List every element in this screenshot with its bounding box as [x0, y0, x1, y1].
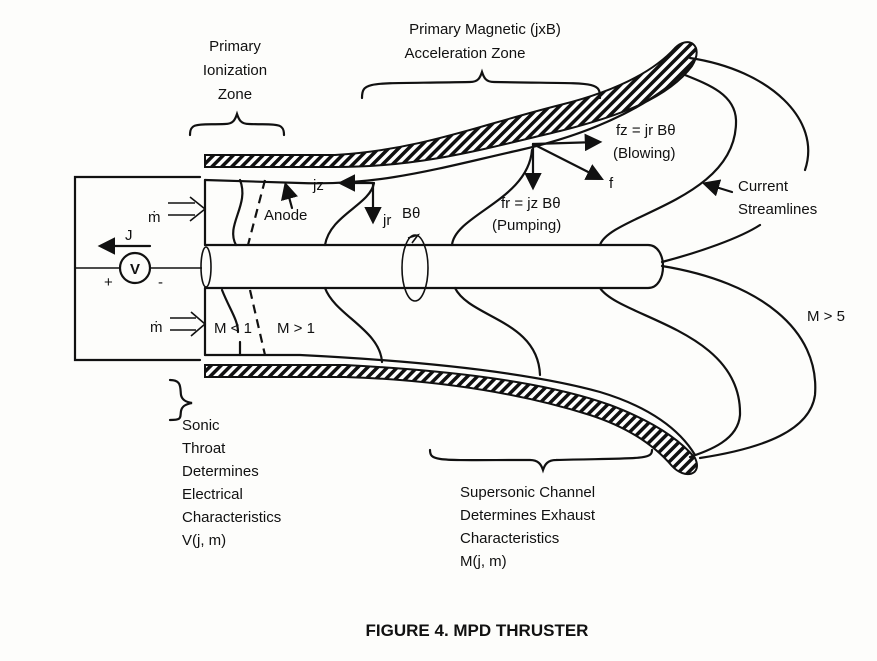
current-streamlines-label-2: Streamlines [738, 201, 817, 218]
supersonic-channel-brace [428, 448, 654, 474]
j-label: J [125, 227, 133, 244]
sonic-throat-label-2: Throat [182, 440, 226, 457]
ionization-zone-label-2: Ionization [203, 62, 267, 79]
mass-flow-arrow-bottom [170, 311, 207, 337]
sonic-throat-label-1: Sonic [182, 417, 220, 434]
figure-caption: FIGURE 4. MPD THRUSTER [366, 621, 589, 640]
upper-anode-wall [204, 41, 698, 168]
sonic-throat-label-4: Electrical [182, 486, 243, 503]
supersonic-channel-label-1: Supersonic Channel [460, 484, 595, 501]
ionization-zone-brace [188, 110, 286, 137]
lower-anode-wall [204, 364, 698, 476]
voltmeter-label: V [130, 261, 140, 278]
anode-pointer-arrow [280, 181, 298, 210]
jr-label: jr [382, 212, 391, 229]
mass-flow-arrow-top [168, 196, 207, 222]
fz-arrow [531, 133, 603, 152]
acceleration-zone-label-1: Primary Magnetic (jxB) [409, 21, 561, 38]
m-lt-1-label: M < 1 [214, 320, 252, 337]
cathode [203, 243, 665, 290]
sonic-throat-label-6: V(j, m) [182, 532, 226, 549]
current-streamlines-label-1: Current [738, 178, 789, 195]
fz-label: fz = jr Bθ [616, 122, 676, 139]
supersonic-channel-label-3: Characteristics [460, 530, 559, 547]
f-label: f [609, 175, 614, 192]
mdot-top-label: ṁ [148, 209, 161, 226]
minus-label: - [158, 274, 163, 291]
streamline-pointer-arrow [701, 179, 734, 197]
voltmeter [118, 251, 152, 285]
blowing-label: (Blowing) [613, 145, 676, 162]
b-theta-label: Bθ [402, 205, 420, 222]
supersonic-channel-label-4: M(j, m) [460, 553, 507, 570]
lower-channel-line [203, 353, 697, 457]
ionization-zone-label-1: Primary [209, 38, 261, 55]
sonic-throat-label-5: Characteristics [182, 509, 281, 526]
acceleration-zone-label-2: Acceleration Zone [405, 45, 526, 62]
upper-channel-line [203, 64, 692, 185]
anode-label: Anode [264, 207, 307, 224]
m-gt-5-label: M > 5 [807, 308, 845, 325]
mdot-bottom-label: ṁ [150, 319, 163, 336]
plus-label: + [104, 274, 113, 291]
jz-label: jz [312, 177, 324, 194]
sonic-throat-brace [168, 378, 193, 422]
supersonic-channel-label-2: Determines Exhaust [460, 507, 596, 524]
fr-label: fr = jz Bθ [501, 195, 561, 212]
f-arrow [531, 142, 604, 180]
b-theta-arrowhead [407, 233, 421, 244]
b-theta-loop [401, 234, 429, 302]
cathode-end [200, 246, 212, 288]
sonic-throat-label-3: Determines [182, 463, 259, 480]
acceleration-zone-brace [360, 68, 602, 100]
current-streamlines [220, 56, 817, 460]
m-gt-1-label: M > 1 [277, 320, 315, 337]
pumping-label: (Pumping) [492, 217, 561, 234]
ionization-zone-label-3: Zone [218, 86, 252, 103]
